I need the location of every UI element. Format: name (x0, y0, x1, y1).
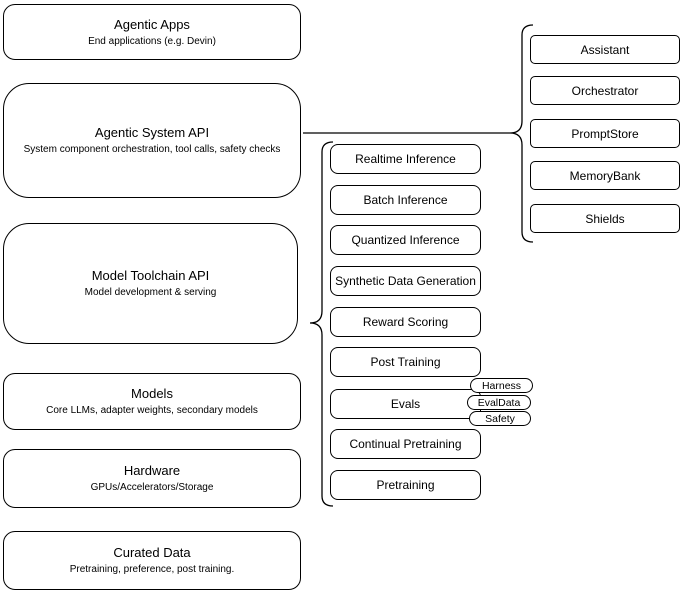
node-label: Batch Inference (363, 193, 448, 207)
node-reward-scoring: Reward Scoring (330, 307, 481, 337)
node-model-toolchain-api: Model Toolchain API Model development & … (3, 223, 298, 344)
node-batch-inference: Batch Inference (330, 185, 481, 215)
node-label: Pretraining (376, 478, 435, 492)
node-label: Shields (585, 211, 625, 226)
node-pretraining: Pretraining (330, 470, 481, 500)
node-subtitle: Pretraining, preference, post training. (69, 564, 235, 575)
node-curated-data: Curated Data Pretraining, preference, po… (3, 531, 301, 590)
brace-toolchain-services (309, 141, 334, 507)
node-subtitle: Core LLMs, adapter weights, secondary mo… (46, 405, 258, 416)
node-subtitle: End applications (e.g. Devin) (88, 35, 216, 47)
brace-system-components (509, 24, 534, 243)
node-label: Realtime Inference (355, 152, 456, 166)
node-label: Continual Pretraining (349, 437, 462, 451)
node-memorybank: MemoryBank (530, 161, 680, 190)
node-title: Agentic Apps (114, 16, 190, 32)
tag-label: Safety (485, 412, 515, 425)
node-subtitle: GPUs/Accelerators/Storage (90, 482, 214, 493)
node-models: Models Core LLMs, adapter weights, secon… (3, 373, 301, 430)
node-promptstore: PromptStore (530, 119, 680, 148)
node-label: Synthetic Data Generation (335, 274, 476, 288)
node-agentic-system-api: Agentic System API System component orch… (3, 83, 301, 198)
tag-evaldata: EvalData (467, 395, 531, 410)
node-continual-pretraining: Continual Pretraining (330, 429, 481, 459)
tag-harness: Harness (470, 378, 533, 393)
node-title: Model Toolchain API (91, 268, 210, 283)
node-title: Curated Data (113, 545, 191, 560)
node-hardware: Hardware GPUs/Accelerators/Storage (3, 449, 301, 508)
node-label: Assistant (580, 42, 630, 57)
node-agentic-apps: Agentic Apps End applications (e.g. Devi… (3, 4, 301, 60)
node-label: Reward Scoring (362, 315, 449, 329)
node-realtime-inference: Realtime Inference (330, 144, 481, 174)
node-subtitle: Model development & serving (84, 287, 217, 298)
node-orchestrator: Orchestrator (530, 76, 680, 105)
node-evals: Evals (330, 389, 481, 419)
node-assistant: Assistant (530, 35, 680, 64)
node-title: Hardware (123, 463, 181, 478)
tag-safety: Safety (469, 411, 531, 426)
node-label: Post Training (370, 355, 441, 369)
node-label: Orchestrator (571, 83, 639, 98)
node-subtitle: System component orchestration, tool cal… (23, 144, 281, 155)
node-title: Agentic System API (94, 125, 210, 140)
node-synthetic-data-generation: Synthetic Data Generation (330, 266, 481, 296)
node-label: Evals (390, 397, 421, 411)
tag-label: Harness (481, 379, 522, 392)
node-quantized-inference: Quantized Inference (330, 225, 481, 255)
node-shields: Shields (530, 204, 680, 233)
node-label: MemoryBank (569, 168, 641, 183)
node-label: PromptStore (571, 126, 639, 141)
tag-label: EvalData (477, 396, 521, 409)
node-post-training: Post Training (330, 347, 481, 377)
node-title: Models (131, 386, 173, 401)
node-label: Quantized Inference (351, 233, 460, 247)
